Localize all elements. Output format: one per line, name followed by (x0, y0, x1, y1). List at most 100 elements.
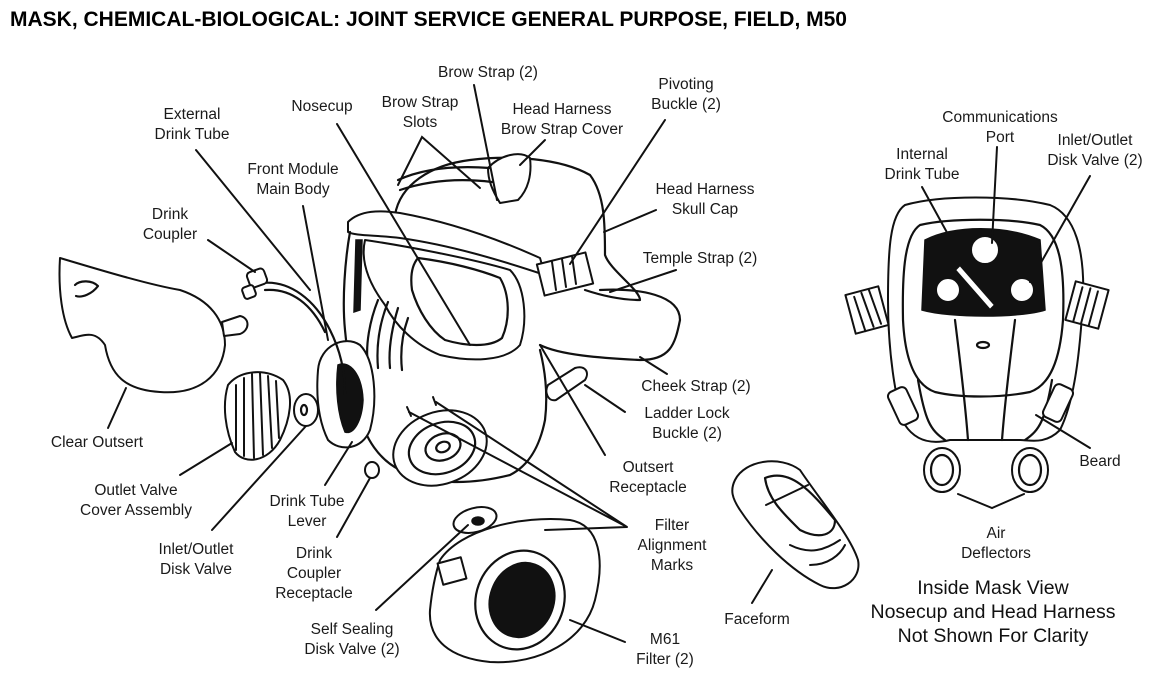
faceform-shape (731, 460, 860, 590)
leader-lines (107, 84, 1091, 643)
label-inlet-outlet-disk-valve: Inlet/Outlet Disk Valve (159, 540, 234, 580)
inside-vent-slot (975, 340, 991, 350)
nosecup-ribs (366, 298, 410, 372)
label-line: Communications (942, 109, 1058, 126)
label-line: Temple Strap (2) (642, 250, 758, 267)
label-line: Coupler (142, 226, 198, 243)
inside-valve-left (935, 277, 961, 303)
external-drink-tube-shape-2 (263, 288, 327, 334)
label-internal-drink-tube: Internal Drink Tube (885, 145, 960, 185)
m61-filter-shape (428, 518, 601, 664)
label-line: Drink (295, 545, 333, 562)
label-line: Clear Outsert (50, 434, 144, 451)
pivoting-buckle-shape (535, 251, 595, 297)
label-line: Brow Strap (2) (438, 64, 538, 81)
label-outsert-receptacle: Outsert Receptacle (609, 458, 687, 498)
label-line: Outsert (622, 459, 674, 476)
label-line: Internal (896, 146, 948, 163)
beard-outline (916, 378, 1054, 442)
label-line: Faceform (724, 611, 790, 628)
label-line: Marks (650, 557, 694, 574)
caption-line: Nosecup and Head Harness (870, 601, 1116, 623)
leader-beard (1035, 414, 1091, 449)
label-line: Alignment (637, 537, 707, 554)
inside-buckle-left-lower (886, 386, 920, 426)
label-line: Drink (151, 206, 189, 223)
label-external-drink-tube: External Drink Tube (155, 105, 230, 145)
label-head-harness-brow-strap-cover: Head Harness Brow Strap Cover (501, 100, 623, 140)
filter-mount-inner (424, 432, 462, 462)
label-head-harness-skull-cap: Head Harness Skull Cap (655, 180, 754, 220)
label-air-deflectors: Air Deflectors (961, 524, 1031, 564)
label-line: Front Module (247, 161, 339, 178)
diagram-title: MASK, CHEMICAL-BIOLOGICAL: JOINT SERVICE… (10, 8, 847, 31)
label-line: Filter (2) (636, 651, 694, 668)
label-clear-outsert: Clear Outsert (51, 433, 143, 453)
label-beard: Beard (1079, 452, 1120, 472)
leader-temple-strap (609, 269, 677, 293)
disk-valve-center (299, 403, 309, 417)
label-faceform: Faceform (724, 610, 789, 630)
label-self-sealing-disk-valve: Self Sealing Disk Valve (2) (304, 620, 399, 660)
inside-inner-seal (901, 218, 1065, 398)
filter-mount-core (435, 440, 451, 454)
label-line: Main Body (256, 181, 330, 198)
label-line: Disk Valve (2) (304, 641, 400, 658)
label-line: Cheek Strap (2) (641, 378, 751, 395)
label-line: Filter (654, 517, 690, 534)
leader-nosecup (336, 123, 471, 346)
air-deflector-left (923, 447, 961, 493)
label-line: M61 (649, 631, 681, 648)
label-line: Disk Valve (2) (1047, 152, 1143, 169)
label-inlet-outlet-disk-valve-inside: Inlet/Outlet Disk Valve (2) (1047, 131, 1142, 171)
brow-strap-cover-shape (487, 153, 532, 204)
skull-cap-shape (393, 156, 642, 302)
chin-outline (356, 348, 548, 484)
label-line: Head Harness (655, 181, 755, 198)
leader-brow-strap-slots (397, 135, 481, 189)
label-line: Disk Valve (159, 561, 233, 578)
label-line: Brow Strap Cover (500, 121, 624, 138)
drink-coupler-receptacle-shape (364, 461, 380, 479)
leader-self-sealing (375, 524, 469, 611)
leader-ladder-lock (584, 384, 626, 413)
label-drink-tube-lever: Drink Tube Lever (270, 492, 345, 532)
label-line: Coupler (286, 565, 342, 582)
external-drink-tube-shape (260, 281, 347, 397)
inside-buckle-right-lower (1041, 383, 1075, 423)
label-line: Inlet/Outlet (1057, 132, 1133, 149)
label-line: Cover Assembly (80, 502, 192, 519)
label-brow-strap-slots: Brow Strap Slots (382, 93, 459, 133)
label-m61-filter: M61 Filter (2) (636, 630, 694, 670)
caption-line: Not Shown For Clarity (897, 625, 1089, 647)
leader-brow-strap (473, 84, 498, 201)
label-line: Buckle (2) (651, 96, 721, 113)
label-line: Skull Cap (671, 201, 739, 218)
label-drink-coupler: Drink Coupler (143, 205, 197, 245)
outlet-valve-cover-shape (223, 371, 291, 461)
label-line: Air (986, 525, 1006, 542)
label-line: Nosecup (291, 98, 353, 115)
label-line: Receptacle (609, 479, 687, 496)
face-seal-shadow (353, 239, 363, 314)
label-line: Drink Tube (154, 126, 230, 143)
ladder-lock-buckle-shape (545, 366, 588, 402)
main-mask-drawing (316, 153, 682, 487)
leader-cheek-strap (639, 356, 668, 375)
harness-side (538, 288, 682, 362)
internal-drink-tube-shape (954, 264, 996, 311)
label-cheek-strap: Cheek Strap (2) (641, 377, 750, 397)
label-drink-coupler-receptacle: Drink Coupler Receptacle (275, 544, 353, 604)
leader-brow-strap-cover (519, 139, 546, 166)
inside-mask-drawing (844, 196, 1110, 493)
leader-inlet-outlet-disk-valve (211, 425, 307, 531)
label-line: Deflectors (961, 545, 1031, 562)
label-line: Outlet Valve (94, 482, 178, 499)
label-communications-port: Communications Port (942, 108, 1057, 148)
brow-strap-shape (396, 166, 494, 192)
label-brow-strap: Brow Strap (2) (438, 63, 538, 83)
label-filter-alignment-marks: Filter Alignment Marks (638, 516, 707, 576)
lens-inner (410, 256, 509, 347)
label-line: Drink Tube (884, 166, 960, 183)
